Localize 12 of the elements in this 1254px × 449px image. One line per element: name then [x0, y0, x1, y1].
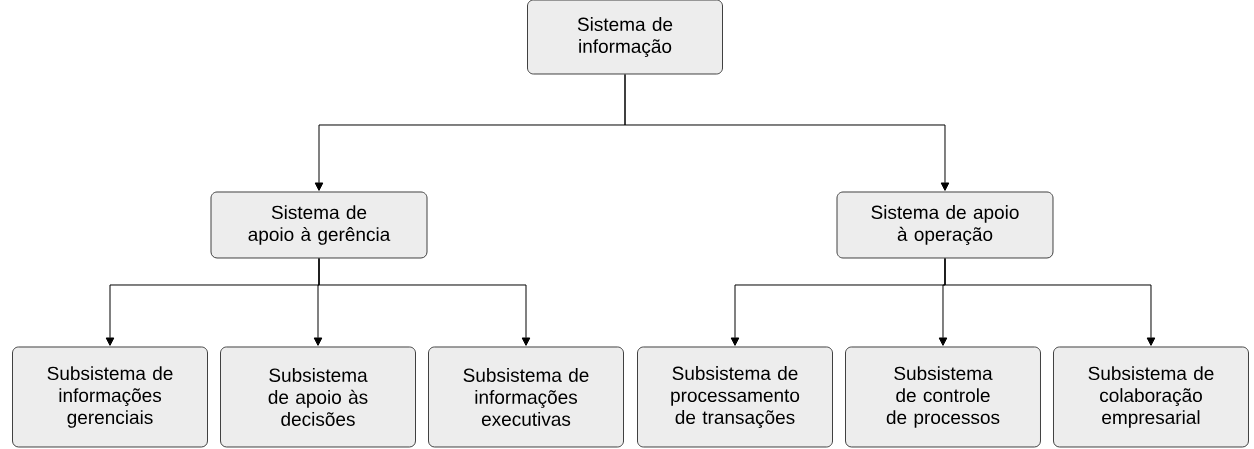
box: Sistema de apoio à operação: [836, 191, 1054, 259]
box: Subsistema de informações gerenciais: [12, 346, 208, 448]
box: Sistema de informação: [527, 0, 723, 75]
box: Subsistema de controle de processos: [845, 346, 1041, 448]
box: Subsistema de informações executivas: [428, 346, 624, 448]
box: Subsistema de apoio às decisões: [220, 346, 416, 448]
box: Sistema de apoio à gerência: [210, 191, 428, 259]
arrow: [624, 74, 950, 191]
box: Subsistema de colaboração empresarial: [1053, 346, 1249, 448]
box: Subsistema de processamento de transações: [637, 346, 833, 448]
arrow: [944, 258, 1156, 346]
arrow: [318, 258, 531, 346]
